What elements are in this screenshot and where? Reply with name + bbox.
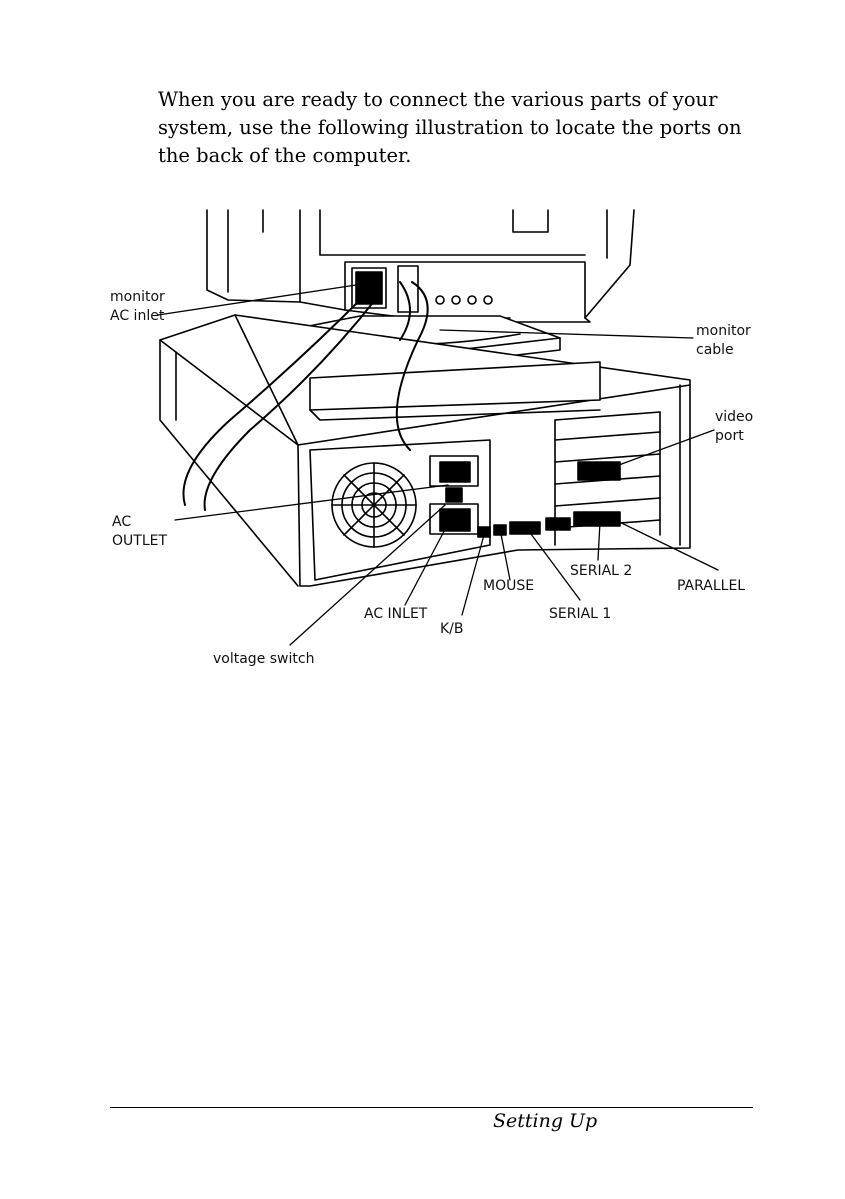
monitor-illustration	[207, 210, 634, 322]
label-serial-2: SERIAL 2	[570, 562, 632, 581]
label-parallel: PARALLEL	[677, 577, 745, 596]
label-monitor-cable: monitor cable	[696, 322, 751, 360]
label-mouse: MOUSE	[483, 577, 534, 596]
footer-rule	[110, 1107, 753, 1108]
label-monitor-ac-inlet: monitor AC inlet	[110, 288, 165, 326]
fan-grille	[332, 463, 416, 547]
label-video-port: video port	[715, 408, 753, 446]
label-ac-outlet: AC OUTLET	[112, 513, 167, 551]
label-ac-inlet: AC INLET	[364, 605, 427, 624]
label-kb: K/B	[440, 620, 464, 639]
label-voltage-switch: voltage switch	[213, 650, 314, 669]
footer-section-title: Setting Up	[493, 1110, 597, 1132]
computer-case	[160, 315, 690, 586]
label-serial-1: SERIAL 1	[549, 605, 611, 624]
